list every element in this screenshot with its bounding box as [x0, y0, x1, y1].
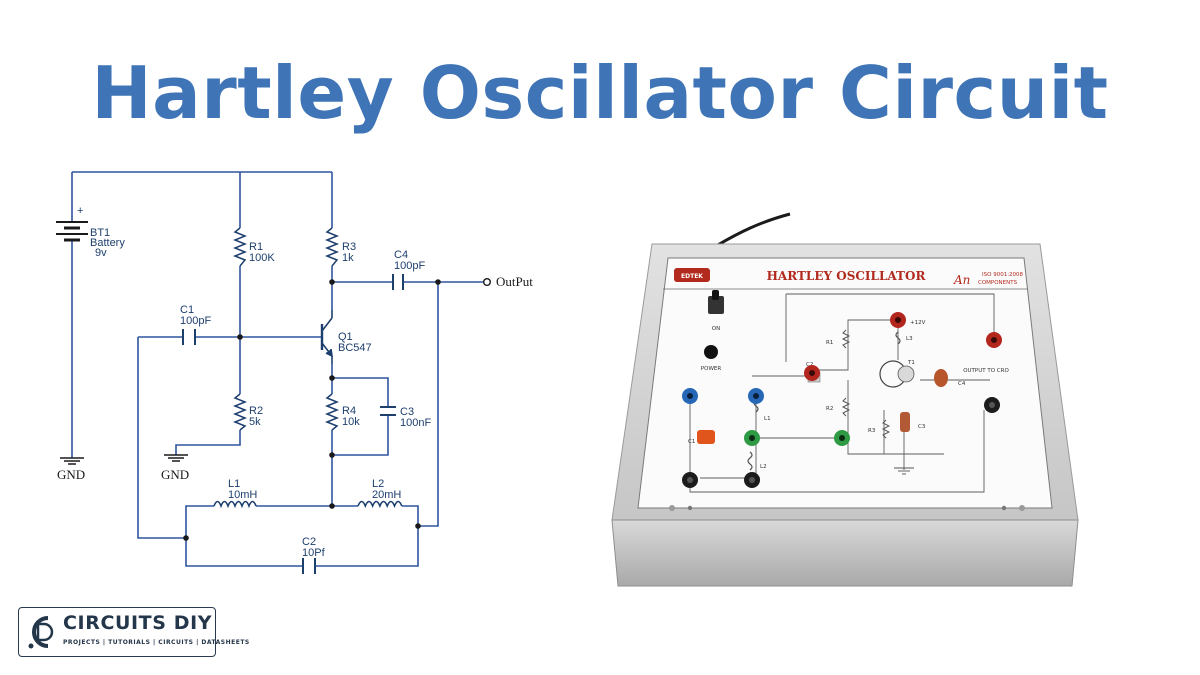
panel-r1-label: R1	[826, 340, 833, 346]
c2-ref: C2	[302, 536, 316, 548]
logo-tagline: PROJECTS | TUTORIALS | CIRCUITS | DATASH…	[63, 639, 250, 646]
resistor-r1	[232, 227, 248, 267]
capacitor-c1	[182, 329, 196, 345]
panel-coil-l2	[747, 451, 753, 471]
circuits-diy-logo-icon	[28, 616, 54, 649]
battery-ref: BT1	[90, 227, 110, 239]
c3-value: 100nF	[400, 417, 431, 429]
gnd-label-left: GND	[57, 467, 85, 482]
gnd-label-mid: GND	[161, 467, 189, 482]
panel-title: HARTLEY OSCILLATOR	[767, 269, 927, 283]
brand-logo: CIRCUITS DIY PROJECTS | TUTORIALS | CIRC…	[18, 607, 249, 657]
l1-ref: L1	[228, 478, 240, 490]
inductor-l1	[213, 500, 257, 509]
power-switch[interactable]	[708, 296, 724, 314]
circuit-schematic: + BT1 Battery 9v R1 100K R3 1k R2 5k R4 …	[56, 171, 533, 574]
capacitor-c2	[302, 558, 316, 574]
r4-value: 10k	[342, 416, 360, 428]
panel-l2-label: L2	[760, 464, 767, 470]
r2-value: 5k	[249, 416, 261, 428]
panel-capacitor-c3	[900, 412, 910, 432]
panel-r2-label: R2	[826, 406, 833, 412]
panel-capacitor-c1	[697, 430, 715, 444]
logo-name: CIRCUITS DIY	[63, 612, 213, 634]
socket-blue-2[interactable]	[748, 388, 764, 404]
c1-ref: C1	[180, 304, 194, 316]
c4-value: 100pF	[394, 260, 425, 272]
l2-ref: L2	[372, 478, 384, 490]
r1-value: 100K	[249, 252, 275, 264]
r4-ref: R4	[342, 405, 356, 417]
maker-detail: COMPONENTS	[978, 280, 1018, 286]
socket-green-1[interactable]	[744, 430, 760, 446]
supply-label: +12V	[910, 320, 926, 326]
panel-l1-label: L1	[764, 416, 771, 422]
battery-symbol	[56, 221, 88, 242]
q1-value: BC547	[338, 342, 372, 354]
transistor-q1	[320, 310, 334, 364]
maker-mark: An	[953, 273, 970, 287]
resistor-r4	[324, 393, 340, 431]
c2-value: 10Pf	[302, 547, 326, 559]
socket-red-supply[interactable]	[890, 312, 906, 328]
panel-r3-label: R3	[868, 428, 876, 434]
panel-c1-label: C1	[688, 439, 695, 445]
socket-black-1[interactable]	[682, 472, 698, 488]
l2-value: 20mH	[372, 489, 401, 501]
cert-text: ISO 9001:2008	[982, 272, 1024, 278]
socket-red-1[interactable]	[804, 365, 820, 381]
power-indicator	[704, 345, 718, 359]
capacitor-c3	[380, 406, 396, 416]
panel-coil-l3	[895, 331, 901, 345]
output-to-cro-label: OUTPUT TO CRO	[963, 368, 1009, 374]
socket-red-output[interactable]	[986, 332, 1002, 348]
resistor-r2	[232, 393, 248, 431]
l1-value: 10mH	[228, 489, 257, 501]
socket-blue-1[interactable]	[682, 388, 698, 404]
capacitor-c4	[392, 274, 404, 290]
transistor-label: T1	[907, 360, 915, 366]
resistor-r3	[324, 227, 340, 267]
battery-plus: +	[77, 205, 83, 217]
panel-l3-label: L3	[906, 336, 913, 342]
r3-ref: R3	[342, 241, 356, 253]
battery-type: Battery	[90, 237, 125, 249]
r2-ref: R2	[249, 405, 263, 417]
power-label: POWER	[701, 366, 722, 372]
r1-ref: R1	[249, 241, 263, 253]
panel-c4-label: C4	[958, 381, 966, 387]
socket-green-2[interactable]	[834, 430, 850, 446]
panel-capacitor-c4	[934, 369, 948, 387]
page-title: Hartley Oscillator Circuit	[91, 51, 1109, 135]
device-front	[611, 519, 1079, 587]
output-terminal	[483, 278, 492, 287]
panel-c3-label: C3	[918, 424, 926, 430]
r3-value: 1k	[342, 252, 354, 264]
brand-text: EDTEK	[681, 273, 703, 280]
brand-badge	[674, 268, 710, 282]
panel-resistor-r1	[841, 329, 851, 349]
c4-ref: C4	[394, 249, 408, 261]
ground-symbol-left	[60, 457, 84, 465]
device-panel	[637, 257, 1053, 509]
panel-resistor-r3	[881, 419, 891, 439]
panel-ground-icon	[894, 467, 914, 475]
q1-ref: Q1	[338, 331, 353, 343]
panel-resistor-r2	[841, 397, 851, 417]
panel-c2-label: C2	[806, 362, 813, 368]
battery-value: 9v	[95, 247, 107, 259]
c1-value: 100pF	[180, 315, 211, 327]
output-label: OutPut	[496, 274, 533, 289]
power-cable	[715, 212, 791, 248]
socket-black-2[interactable]	[744, 472, 760, 488]
trainer-kit-photo: EDTEK HARTLEY OSCILLATOR An ISO 9001:200…	[611, 212, 1079, 587]
on-label: ON	[712, 326, 720, 332]
c3-ref: C3	[400, 406, 414, 418]
ground-symbol-mid	[164, 454, 188, 462]
inductor-l2	[357, 500, 403, 509]
socket-black-output[interactable]	[984, 397, 1000, 413]
